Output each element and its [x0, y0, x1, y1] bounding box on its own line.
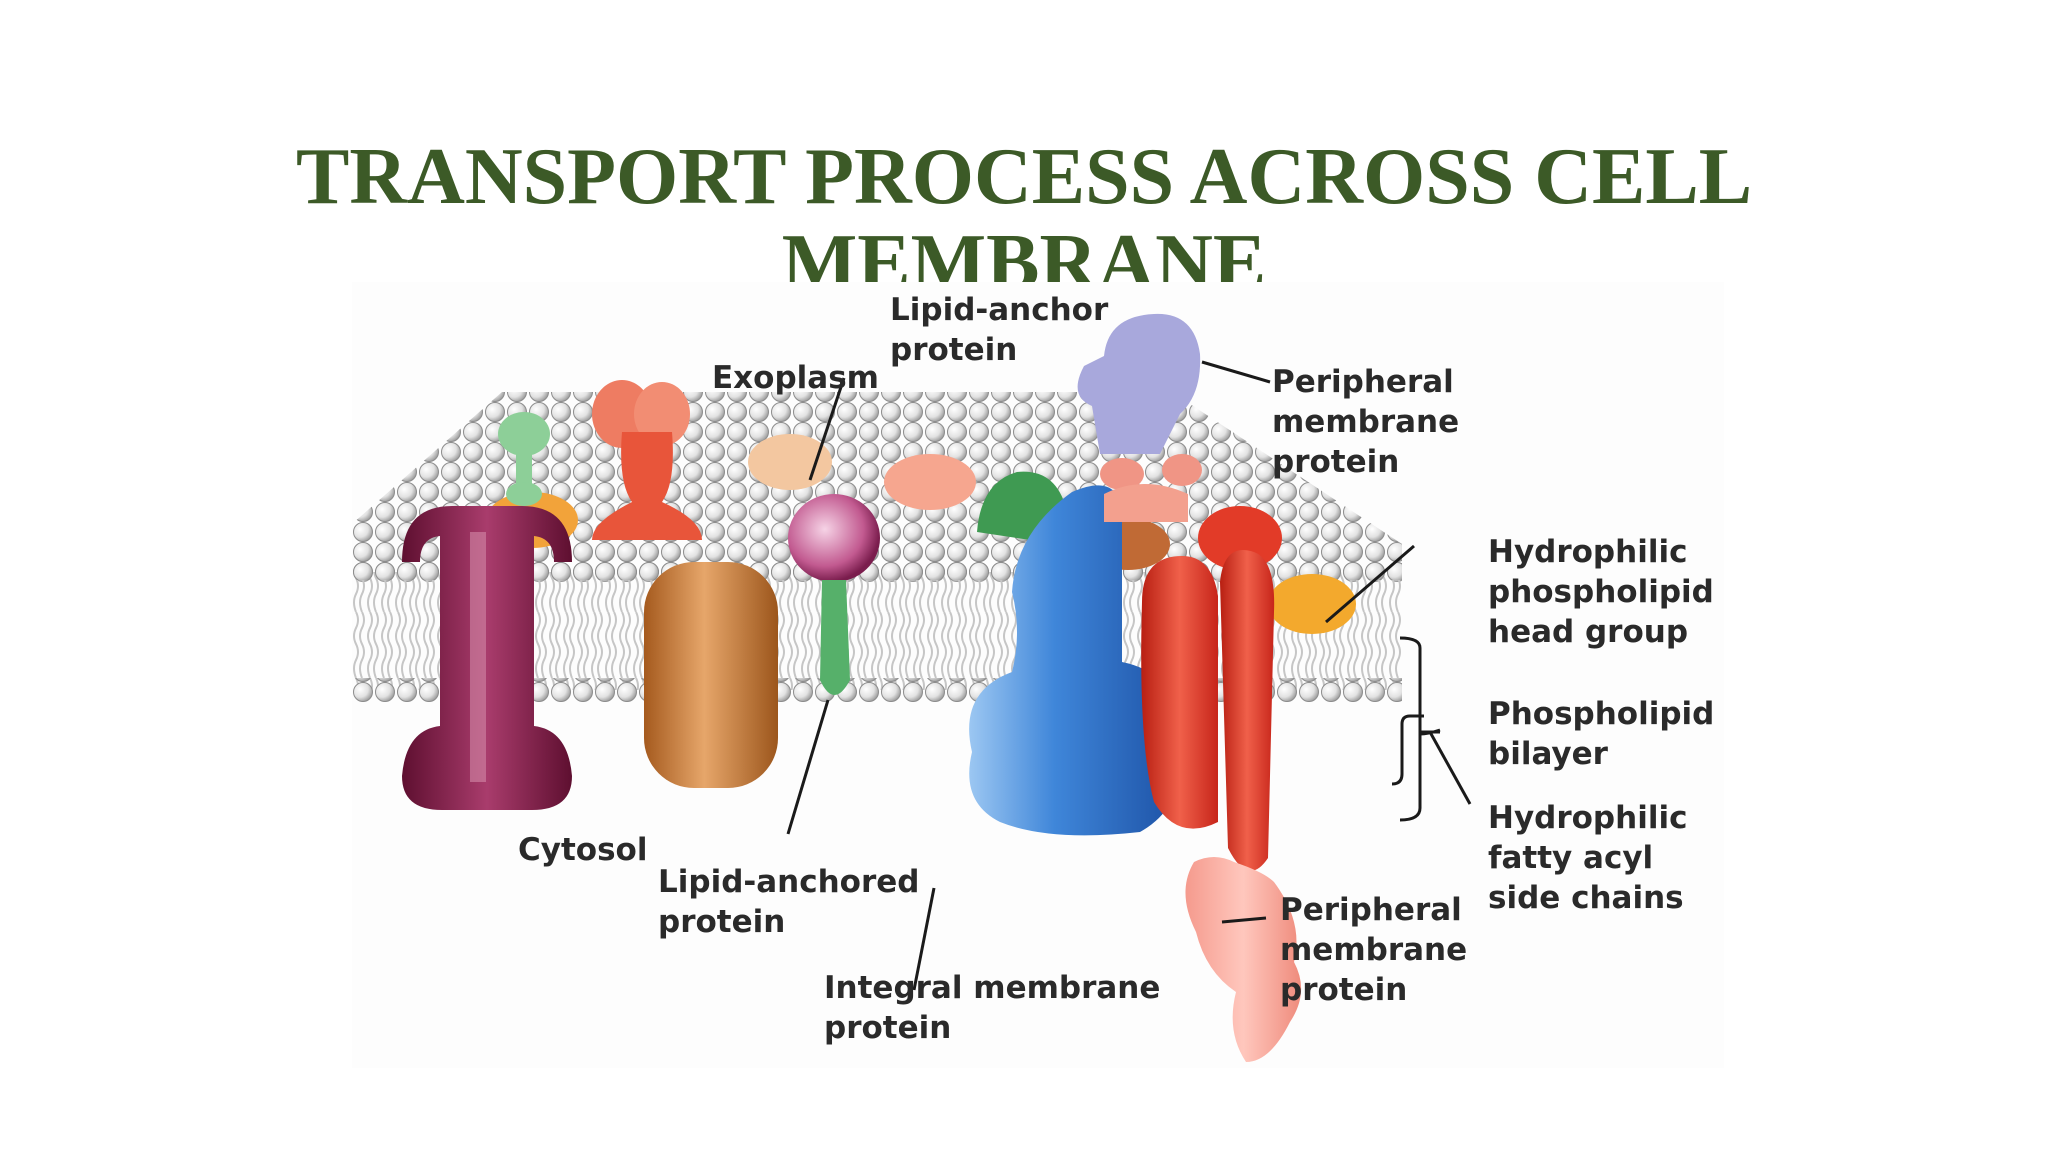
label-bilayer-line-2: bilayer — [1488, 736, 1608, 772]
label-acyl-line-1: Hydrophilic — [1488, 800, 1688, 836]
peripheral-membrane-protein-bottom-shape — [1185, 857, 1302, 1062]
label-lipid-anchor-protein-line-1: Lipid-anchor — [890, 292, 1109, 328]
maroon-channel-protein — [402, 506, 572, 810]
label-head-line-3: head group — [1488, 614, 1689, 650]
label-peripheral-membrane-protein-bottom: Peripheral membrane protein — [1280, 890, 1467, 1010]
bracket-fatty-acyl — [1391, 714, 1424, 786]
leader-hydrophilic-head — [1325, 544, 1415, 624]
label-peripheral-bottom-line-1: Peripheral — [1280, 892, 1462, 928]
label-cytosol: Cytosol — [518, 832, 648, 868]
brown-integral-protein — [644, 562, 778, 788]
red-integral-protein — [1141, 550, 1275, 871]
label-phospholipid-bilayer: Phospholipid bilayer — [1488, 694, 1714, 774]
membrane-diagram: Exoplasm Cytosol Lipid-anchor protein Pe… — [352, 282, 1724, 1068]
label-exoplasm: Exoplasm — [712, 360, 879, 396]
label-peripheral-top-line-2: membrane — [1272, 404, 1460, 440]
label-bilayer-line-1: Phospholipid — [1488, 696, 1715, 732]
label-peripheral-bottom-line-2: membrane — [1280, 932, 1468, 968]
label-acyl-line-2: fatty acyl — [1488, 840, 1654, 876]
tan-surface-protein — [748, 434, 832, 490]
pink-surface-protein — [884, 454, 976, 510]
label-acyl-line-3: side chains — [1488, 880, 1684, 916]
leader-lipid-anchor — [808, 377, 846, 481]
label-integral-line-2: protein — [824, 1010, 952, 1046]
leader-peripheral-bottom — [1221, 916, 1267, 924]
green-stalk-protein — [498, 412, 550, 506]
membrane-illustration — [352, 313, 1472, 1062]
slide-title-line-1: TRANSPORT PROCESS ACROSS CELL — [295, 132, 1753, 221]
blue-integral-protein — [969, 485, 1183, 836]
label-peripheral-membrane-protein-top: Peripheral membrane protein — [1272, 362, 1459, 482]
red-surface-protein — [1198, 506, 1282, 570]
peripheral-membrane-protein-top-shape — [1077, 313, 1202, 522]
bracket-phospholipid-bilayer — [1399, 636, 1422, 822]
leader-lipid-anchored — [786, 699, 830, 835]
leader-peripheral-top — [1201, 360, 1271, 384]
label-lipid-anchored-protein: Lipid-anchored protein — [658, 862, 920, 942]
label-anchored-line-2: protein — [658, 904, 786, 940]
label-peripheral-top-line-1: Peripheral — [1272, 364, 1454, 400]
leader-fatty-acyl — [1428, 731, 1472, 805]
leader-integral — [912, 887, 936, 991]
label-hydrophilic-fatty-acyl: Hydrophilic fatty acyl side chains — [1488, 798, 1687, 918]
yellow-surface-protein — [1268, 574, 1356, 634]
label-lipid-anchor-protein: Lipid-anchor protein — [890, 290, 1108, 370]
label-head-line-1: Hydrophilic — [1488, 534, 1688, 570]
salmon-glycoprotein — [592, 380, 702, 540]
label-lipid-anchor-protein-line-2: protein — [890, 332, 1018, 368]
label-head-line-2: phospholipid — [1488, 574, 1714, 610]
slide-title: TRANSPORT PROCESS ACROSS CELL MEMBRANE — [0, 134, 2048, 306]
label-hydrophilic-head-group: Hydrophilic phospholipid head group — [1488, 532, 1714, 652]
label-integral-line-1: Integral membrane — [824, 970, 1161, 1006]
label-integral-membrane-protein: Integral membrane protein — [824, 968, 1160, 1048]
lipid-anchor-protein-shape — [788, 494, 880, 695]
label-peripheral-top-line-3: protein — [1272, 444, 1400, 480]
label-anchored-line-1: Lipid-anchored — [658, 864, 920, 900]
leader-lines — [786, 360, 1472, 991]
label-peripheral-bottom-line-3: protein — [1280, 972, 1408, 1008]
